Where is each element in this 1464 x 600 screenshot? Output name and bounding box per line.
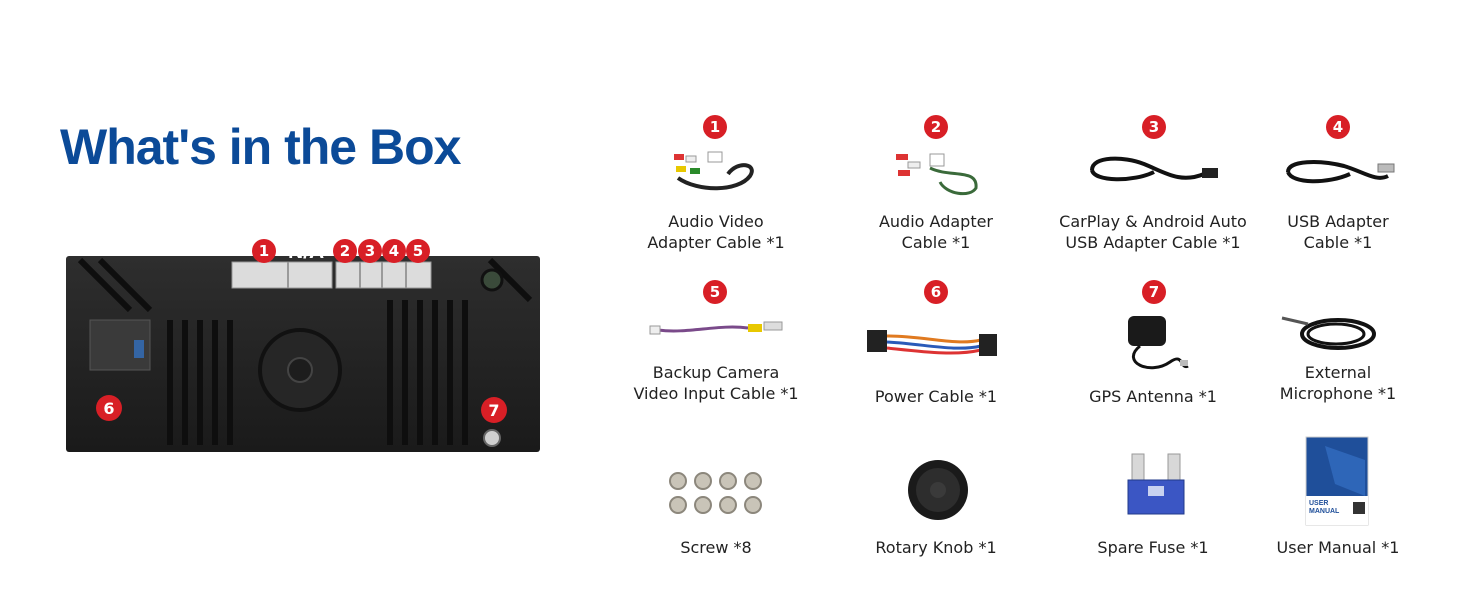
unit-port-badge-1: 1	[252, 239, 276, 263]
backup-camera-cable-illustration	[649, 321, 783, 335]
item-label-line: Adapter Cable *1	[647, 233, 785, 252]
item-user-manual: User Manual *1	[1248, 537, 1428, 558]
item-label-line: Audio Adapter	[878, 212, 994, 231]
unit-port-badge-7: 7	[481, 397, 507, 423]
item-label-line: Backup Camera	[652, 363, 780, 382]
item-external-microphone: External Microphone *1	[1248, 362, 1428, 404]
item-label-line: Microphone *1	[1279, 384, 1397, 403]
item-badge-7: 7	[1142, 280, 1166, 304]
item-label-line: Screw *8	[680, 538, 752, 557]
item-label-line: Cable *1	[1303, 233, 1373, 252]
audio-cable-illustration	[896, 153, 978, 196]
rotary-knob-illustration	[908, 460, 968, 520]
unit-port-badge-5: 5	[406, 239, 430, 263]
manual-cover-word: MANUAL	[1309, 508, 1340, 515]
item-label-line: Spare Fuse *1	[1097, 538, 1209, 557]
unit-port-label-na: N/A	[288, 240, 325, 263]
item-label-line: USB Adapter	[1287, 212, 1389, 231]
item-label-line: Cable *1	[901, 233, 971, 252]
head-unit-rear-image: 1 N/A 2 3 4 5 6 7	[60, 239, 542, 455]
item-backup-camera-cable: Backup Camera Video Input Cable *1	[616, 362, 816, 404]
manual-cover-title: USER MANUAL	[1309, 500, 1339, 516]
unit-port-badge-6: 6	[96, 395, 122, 421]
item-label-line: External	[1304, 363, 1372, 382]
item-gps-antenna: GPS Antenna *1	[1053, 386, 1253, 407]
item-label-line: Power Cable *1	[874, 387, 998, 406]
item-power-cable: Power Cable *1	[836, 386, 1036, 407]
usb-cable-illustration	[1286, 160, 1395, 184]
item-spare-fuse: Spare Fuse *1	[1053, 537, 1253, 558]
item-badge-2: 2	[924, 115, 948, 139]
unit-port-badge-3: 3	[358, 239, 382, 263]
item-badge-5: 5	[703, 280, 727, 304]
unit-port-badge-4: 4	[382, 239, 406, 263]
item-label-line: Rotary Knob *1	[875, 538, 997, 557]
item-label-line: GPS Antenna *1	[1089, 387, 1217, 406]
manual-cover-svg	[1305, 436, 1369, 526]
user-manual-illustration: USER MANUAL	[1305, 436, 1369, 526]
spare-fuse-illustration	[1127, 453, 1185, 515]
item-audio-adapter-cable: Audio Adapter Cable *1	[836, 211, 1036, 253]
item-badge-3: 3	[1142, 115, 1166, 139]
item-label-line: USB Adapter Cable *1	[1065, 233, 1241, 252]
head-unit-illustration	[66, 256, 540, 452]
item-label-line: User Manual *1	[1276, 538, 1400, 557]
item-badge-6: 6	[924, 280, 948, 304]
item-label-line: Audio Video	[668, 212, 764, 231]
manual-cover-word: USER	[1309, 500, 1329, 507]
item-label-line: CarPlay & Android Auto	[1059, 212, 1247, 231]
item-badge-1: 1	[703, 115, 727, 139]
page-title: What's in the Box	[60, 119, 461, 175]
item-badge-4: 4	[1326, 115, 1350, 139]
gps-antenna-illustration	[1128, 316, 1189, 370]
unit-port-badge-2: 2	[333, 239, 357, 263]
item-label-line: Video Input Cable *1	[633, 384, 799, 403]
item-rotary-knob: Rotary Knob *1	[836, 537, 1036, 558]
screws-illustration	[669, 472, 762, 514]
item-audio-video-cable: Audio Video Adapter Cable *1	[616, 211, 816, 253]
item-carplay-usb-cable: CarPlay & Android Auto USB Adapter Cable…	[1043, 211, 1263, 253]
external-microphone-illustration	[1281, 316, 1376, 350]
item-screw: Screw *8	[616, 537, 816, 558]
av-cable-illustration	[674, 151, 754, 191]
carplay-cable-illustration	[1090, 156, 1218, 182]
power-cable-illustration	[867, 330, 997, 356]
item-usb-adapter-cable: USB Adapter Cable *1	[1248, 211, 1428, 253]
